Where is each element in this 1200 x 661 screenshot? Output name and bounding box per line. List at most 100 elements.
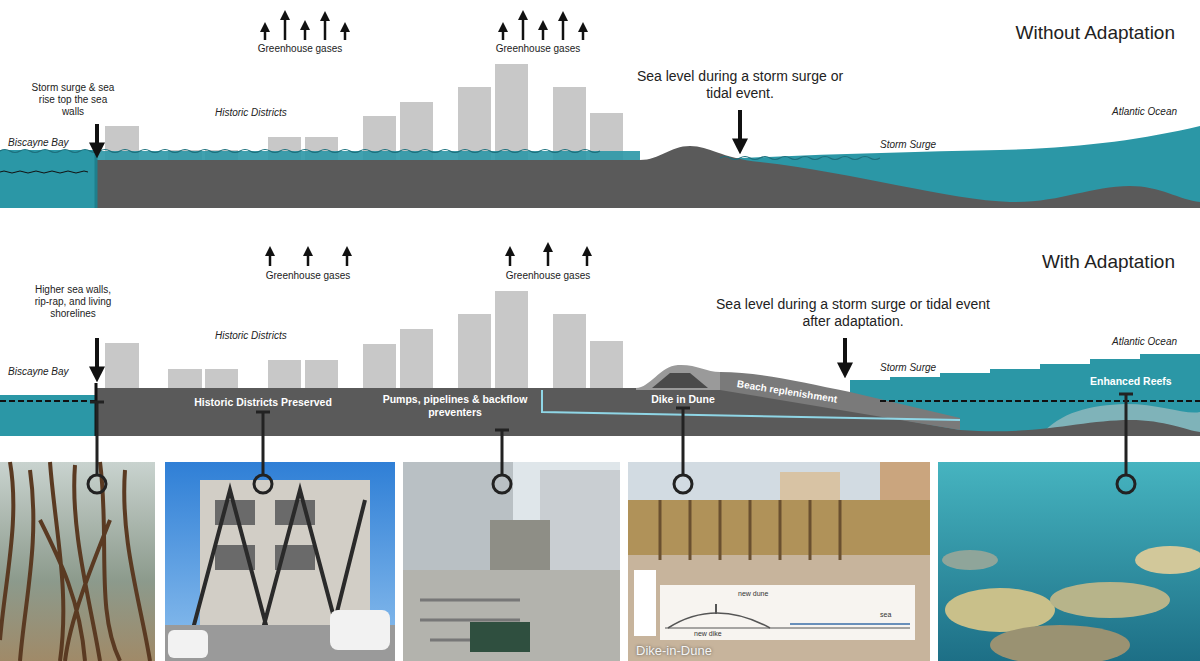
photo-dike-in-dune-part [660,585,915,640]
photo-dike-in-dune-part [668,613,770,628]
measure-label: Pumps, pipelines & backflow preventers [379,393,531,418]
bottom-buildings-part [305,360,338,388]
top-ground-part [0,150,600,153]
photo-reef-part [1050,582,1170,618]
photo-dike-in-dune-part [628,500,930,560]
top-arrows-part [582,26,585,40]
top-ground-part [95,146,1200,208]
photo-dike-in-dune-part [628,500,930,560]
bottom-buildings-part [105,343,139,388]
photo-pump-station [403,462,620,661]
leader-lines-part [1119,394,1133,475]
photo-pump-station-part [403,462,620,661]
top-ground-part [95,150,98,208]
bottom-arrows-part [269,250,272,266]
bottom-arrows-part [509,250,512,266]
bottom-ground-part [0,400,95,402]
measure-label: Historic Districts Preserved [183,396,343,409]
leader-lines-part [493,475,511,493]
inset-label: new dike [694,630,722,638]
measure-label: Enhanced Reefs [1090,375,1172,388]
leader-lines-part [90,402,104,475]
photo-dike-in-dune-part [715,604,717,614]
bottom-ground-part [720,372,960,430]
measure-label: Dike in Dune [638,393,728,406]
photo-pump-station-part [490,520,550,570]
gas-label: Greenhouse gases [473,43,603,55]
leader-lines-part [256,412,270,475]
top-water-part [0,150,96,208]
sea-level-note: Sea level during a storm surge or tidal … [703,296,1003,330]
leader-lines-part [676,408,690,475]
photo-reef-part [945,588,1055,632]
photo-historic-building-part [168,630,208,658]
bottom-ground-part [542,390,960,420]
photo-reef [938,462,1200,661]
callout-text: Storm surge & sea rise top the sea walls [31,82,115,118]
top-arrows-part [738,110,742,148]
bottom-arrows-part [346,250,349,266]
top-buildings-part [553,87,586,160]
photo-dike-in-dune-part [634,570,656,636]
photo-pump-station-part [540,470,620,570]
leader-lines-part [495,430,509,475]
water-label: Storm Surge [880,362,936,374]
top-arrows-part [324,15,327,40]
leader-lines-part [1117,475,1135,493]
panel-heading: Without Adaptation [1016,22,1176,45]
bottom-buildings-part [495,291,528,388]
photo-pump-station-part [470,622,530,652]
gas-label: Greenhouse gases [235,43,365,55]
water-label: Atlantic Ocean [1112,106,1177,118]
photo-caption: Dike-in-Dune [636,643,712,659]
bottom-buildings-part [400,329,433,388]
callout-text: Higher sea walls, rip-rap, and living sh… [32,284,114,320]
bottom-buildings-part [268,360,301,388]
photo-reef-part [990,625,1130,661]
top-arrows-part [502,26,505,40]
water-label: Atlantic Ocean [1112,336,1177,348]
bottom-arrows-part [95,338,99,376]
photo-pump-station-part [403,570,620,661]
top-buildings-part [495,64,528,160]
bottom-arrows-part [547,246,550,266]
bottom-buildings-part [590,341,623,388]
photo-mangroves-part [0,462,150,661]
gas-label: Greenhouse gases [243,270,373,282]
photo-dike-in-dune-part [628,555,930,661]
bottom-buildings [105,291,623,388]
inset-label: new dune [738,590,768,598]
top-ground [0,146,1200,208]
leader-lines-part [674,475,692,493]
photo-dike-in-dune-part [660,500,840,560]
top-arrows-part [344,26,347,40]
bottom-arrows-part [307,250,310,266]
photo-mangroves [0,462,155,661]
top-arrows-part [522,14,525,40]
bottom-ground-part [880,400,1200,402]
leader-lines-part [88,475,106,493]
photo-historic-building [165,462,395,661]
bottom-ground [0,365,1200,436]
top-arrows-part [95,124,99,152]
photo-reef-part [1135,546,1200,574]
top-arrows-part [542,24,545,40]
photo-reef-part [942,550,998,570]
photo-dike-in-dune-part [790,623,910,625]
bottom-buildings-part [205,369,238,388]
photo-dike-in-dune-part [665,628,910,629]
top-arrows-part [304,24,307,40]
photo-dike-in-dune-part [628,462,930,661]
district-label: Historic Districts [215,330,287,342]
bottom-arrows-part [586,250,589,266]
water-label: Biscayne Bay [8,366,69,378]
panel-heading: With Adaptation [1042,251,1175,274]
photo-historic-building-part [165,462,395,661]
photo-dike-in-dune [628,462,930,661]
leader-lines [88,394,1135,493]
bottom-ground-part [636,365,720,390]
photo-historic-building-part [330,610,390,650]
water-label: Storm Surge [880,139,936,151]
